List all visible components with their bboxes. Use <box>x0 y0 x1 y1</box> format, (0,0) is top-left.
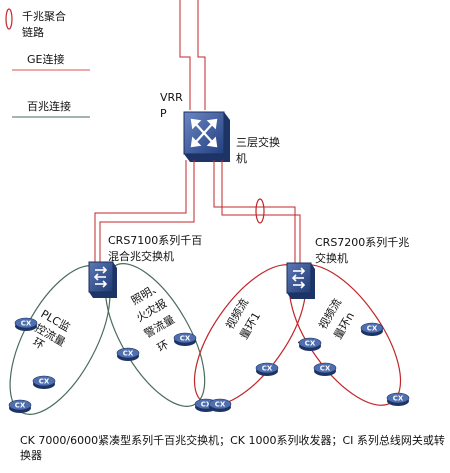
gigabit-aggregation-ring <box>255 198 265 224</box>
cx-node-icon: CX <box>313 362 337 376</box>
legend-gigabit-label: 千兆聚合 <box>22 9 66 23</box>
vrrp-label: VRR <box>160 91 183 104</box>
cx-node-label: CX <box>393 395 404 403</box>
cx-node-icon: CX <box>14 317 38 331</box>
cx-node-label: CX <box>367 325 378 333</box>
left-switch-label: CRS7100系列千百 <box>108 233 202 247</box>
cx-node-icon: CX <box>298 337 322 351</box>
cx-node-icon: CX <box>360 322 384 336</box>
cx-node-label: CX <box>215 401 226 409</box>
legend-gigabit-label-2: 链路 <box>22 25 44 39</box>
cx-node-icon: CX <box>255 362 279 376</box>
core-uplinks <box>179 0 206 110</box>
caption: CK 7000/6000紧凑型系列千百兆交换机；CK 1000系列收发器；CI … <box>20 434 445 462</box>
left-switch-label-2: 混合兆交换机 <box>108 249 174 263</box>
cx-node-icon: CX <box>32 375 56 389</box>
vrrp-label-2: P <box>160 107 167 120</box>
cx-node-label: CX <box>39 378 50 386</box>
cx-node-icon: CX <box>208 398 232 412</box>
right-switch-label: CRS7200系列千兆 <box>315 235 409 249</box>
right-switch-icon <box>286 262 315 299</box>
core-switch-icon <box>183 111 230 162</box>
legend-gigabit-ring-icon <box>5 8 13 30</box>
legend-ge-label: GE连接 <box>27 53 64 66</box>
cx-node-icon: CX <box>173 332 197 346</box>
lighting-ring-label-4: 环 <box>155 338 171 355</box>
cx-node-label: CX <box>123 350 134 358</box>
core-switch-label-2: 机 <box>236 151 247 165</box>
distribution-links <box>94 160 301 263</box>
right-switch-label-2: 交换机 <box>315 251 348 265</box>
cx-node-label: CX <box>262 365 273 373</box>
legend-fe-label: 百兆连接 <box>27 100 71 113</box>
cx-node-icon: CX <box>386 392 410 406</box>
cx-node-label: CX <box>15 402 26 410</box>
cx-node-icon: CX <box>116 347 140 361</box>
cx-node-label: CX <box>201 401 212 409</box>
cx-node-icon: CX <box>8 399 32 413</box>
left-switch-icon <box>88 261 117 298</box>
core-switch-label: 三层交换 <box>236 135 280 149</box>
cx-node-label: CX <box>305 340 316 348</box>
cx-node-label: CX <box>180 335 191 343</box>
cx-node-label: CX <box>320 365 331 373</box>
legend: 千兆聚合 链路 GE连接 百兆连接 <box>5 8 90 118</box>
cx-node-label: CX <box>21 320 32 328</box>
